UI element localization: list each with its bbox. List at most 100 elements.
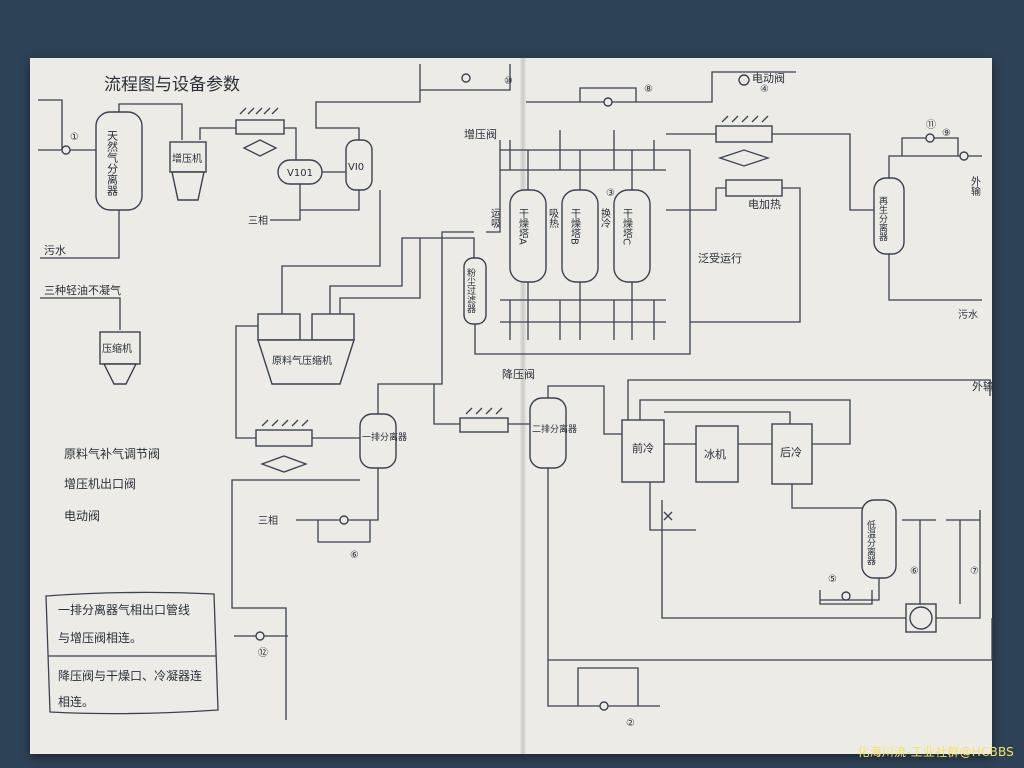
diagram-title: 流程图与设备参数 bbox=[104, 75, 240, 95]
cooler-to-v101-line bbox=[284, 127, 297, 160]
separator-top-line bbox=[118, 103, 183, 140]
vessel-v101-label: V101 bbox=[287, 168, 313, 179]
valve-10-top-icon[interactable] bbox=[461, 73, 471, 83]
valve-10-top-number: ⑩ bbox=[504, 76, 513, 87]
vi0-top-line bbox=[315, 90, 421, 140]
dryer-tower-c-label: 干燥塔C bbox=[621, 208, 633, 245]
vessel-v101: V101 bbox=[277, 159, 323, 185]
chiller-label: 冰机 bbox=[704, 447, 726, 461]
watermark: 化海川流-工业社群@HCBBS bbox=[857, 745, 1014, 759]
post-cooler-label: 后冷 bbox=[780, 446, 802, 459]
tower-left-header bbox=[486, 140, 501, 233]
pre-top-loop bbox=[627, 379, 991, 420]
electric-valve-top: 电动阀 bbox=[738, 71, 785, 86]
paper-fold bbox=[520, 58, 526, 754]
air-cooler-top bbox=[235, 107, 285, 157]
pump-right-line bbox=[936, 510, 981, 619]
valve-8-loop bbox=[579, 87, 637, 102]
legend-item-8: 原料气补气调节阀 bbox=[64, 446, 160, 461]
compressor-left-label: 压缩机 bbox=[102, 342, 132, 355]
separator-1: 一排分离器 bbox=[359, 413, 407, 469]
top-right-header bbox=[526, 71, 796, 103]
chiller: 冰机 bbox=[695, 425, 739, 483]
regen-top-line bbox=[888, 155, 982, 178]
valve-6-icon[interactable] bbox=[339, 515, 349, 525]
booster: 增压机 bbox=[169, 141, 207, 201]
cooler-right-line bbox=[666, 133, 874, 211]
lowtemp-bottom-loop bbox=[820, 578, 880, 601]
valve-2-number: ② bbox=[626, 718, 635, 729]
export-label-right: 外输 bbox=[972, 379, 994, 393]
x-valve-icon[interactable] bbox=[663, 511, 673, 521]
changeover-label: 泛受运行 bbox=[698, 252, 742, 265]
bottom-return-line bbox=[548, 618, 993, 661]
legend-item-10: 电动阀 bbox=[64, 509, 100, 523]
note-line-4: 相连。 bbox=[58, 694, 94, 709]
pre-cooler-drain bbox=[649, 482, 696, 531]
water-out-label-left: 污水 bbox=[44, 244, 66, 257]
gas-separator-label: 天然气分离器 bbox=[106, 130, 119, 197]
note-line-1: 一排分离器气相出口管线 bbox=[58, 602, 190, 617]
note-line-3: 降压阀与干燥口、冷凝器连 bbox=[58, 668, 202, 683]
electric-valve-top-icon[interactable] bbox=[738, 74, 750, 86]
dryer-tower-a-label: 干燥塔A bbox=[517, 208, 529, 245]
vessel-vi0-label: VI0 bbox=[348, 162, 364, 173]
valve-4-number: ④ bbox=[760, 84, 769, 95]
sep1-valve-bypass bbox=[317, 520, 371, 543]
electric-heater: 电加热 bbox=[725, 179, 783, 211]
valve-1-number: ① bbox=[70, 132, 79, 143]
tower-top-drops bbox=[509, 130, 655, 190]
electric-heater-label: 电加热 bbox=[748, 198, 781, 211]
water-out-line bbox=[40, 210, 120, 259]
sep1-to-sep2-line bbox=[433, 384, 460, 425]
valve-6-number: ⑥ bbox=[350, 550, 359, 561]
feed-gas-compressor: 原料气压缩机 bbox=[257, 313, 355, 385]
tower-bottom-drops bbox=[509, 282, 655, 340]
legend-item-9: 增压机出口阀 bbox=[64, 477, 136, 491]
valve-10-right-icon[interactable] bbox=[959, 151, 969, 161]
post-to-lowtemp-line bbox=[791, 484, 862, 509]
valve-1-icon[interactable] bbox=[61, 145, 71, 155]
bypass-line-1 bbox=[38, 99, 63, 150]
valve-8-number: ⑧ bbox=[644, 84, 653, 95]
valve-5-icon[interactable] bbox=[841, 591, 851, 601]
v101-drain-line bbox=[270, 184, 301, 221]
valve-11-icon[interactable] bbox=[925, 133, 935, 143]
condensate-label: 三种轻油不凝气 bbox=[44, 283, 121, 297]
valve-3-number: ③ bbox=[606, 188, 615, 199]
regen-bottom-line bbox=[888, 254, 982, 301]
valve-2-icon[interactable] bbox=[599, 701, 609, 711]
compressor-feed-line-2 bbox=[329, 237, 475, 314]
dust-filter-label: 粉尘过滤器 bbox=[465, 267, 476, 313]
water-out-label-right: 污水 bbox=[958, 309, 978, 321]
drain-label-top: 三相 bbox=[248, 214, 268, 227]
valve-2-loop bbox=[577, 667, 639, 706]
regen-separator: 再生分离器 bbox=[873, 177, 905, 255]
left-return-line bbox=[231, 479, 360, 720]
separator-1-label: 一排分离器 bbox=[362, 431, 407, 443]
valve-7-number: ⑦ bbox=[970, 566, 979, 577]
dryer-tower-a: 干燥塔A bbox=[509, 189, 547, 283]
low-temp-separator: 低温分离器 bbox=[861, 499, 897, 579]
dryer-tower-b-label: 干燥塔B bbox=[569, 208, 581, 245]
changeover-line bbox=[666, 149, 691, 322]
valve-11-number: ⑪ bbox=[926, 119, 936, 131]
valve-8-icon[interactable] bbox=[603, 97, 613, 107]
separator-2-label: 二排分离器 bbox=[532, 423, 577, 435]
separator-2: 二排分离器 bbox=[529, 397, 577, 469]
compressor-feed-line-3 bbox=[339, 238, 421, 314]
post-cooler: 后冷 bbox=[771, 423, 813, 485]
electric-valve-top-label: 电动阀 bbox=[752, 71, 785, 85]
valve-6-right-number: ⑥ bbox=[910, 566, 919, 577]
top-header-line bbox=[419, 64, 511, 91]
condensate-line bbox=[40, 297, 121, 330]
valve-12-group: ⑫ bbox=[234, 631, 288, 659]
post-top-loop bbox=[664, 411, 791, 424]
compressor-left: 压缩机 bbox=[99, 331, 141, 385]
pump-loop-2 bbox=[946, 519, 980, 604]
heater-line bbox=[666, 187, 801, 323]
valve-12-icon[interactable] bbox=[255, 631, 265, 641]
sep2-top-line bbox=[547, 385, 622, 435]
tower-c-state: 换冷 bbox=[599, 207, 611, 229]
